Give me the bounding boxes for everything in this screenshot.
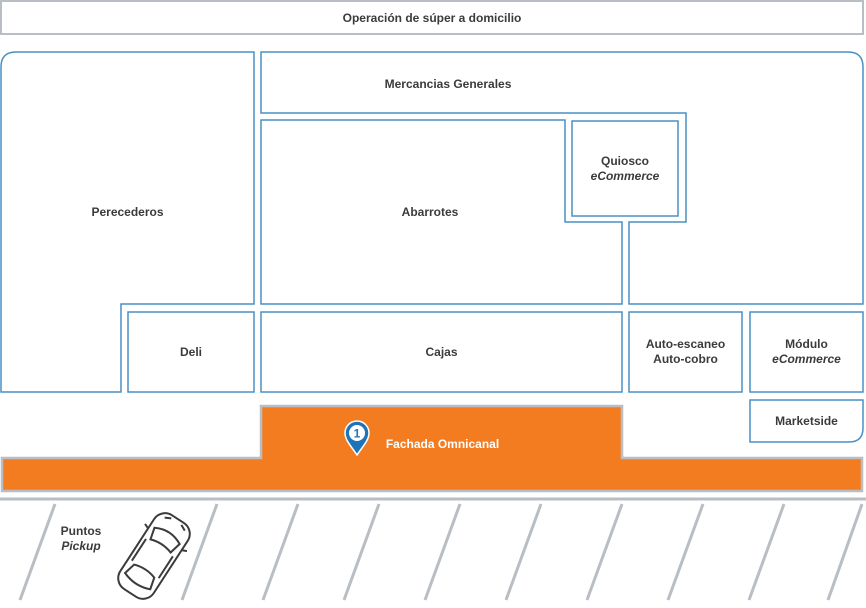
ecommerce-module-text-line1: Módulo [785, 337, 828, 351]
deli-text: Deli [179, 344, 202, 359]
kiosk-zone [571, 120, 679, 217]
perishables-label: Perecederos [1, 198, 254, 226]
location-pin-icon: 1 [344, 420, 370, 457]
groceries-label: Abarrotes [261, 198, 599, 226]
pickup-text-line2: Pickup [61, 539, 101, 553]
marker-number: 1 [354, 427, 361, 441]
self-scan-text-line1: Auto-escaneo [645, 337, 726, 351]
kiosk-text-line1: Quiosco [600, 153, 649, 168]
perishables-text: Perecederos [91, 204, 164, 219]
deli-label: Deli [128, 312, 254, 392]
checkout-zone [260, 311, 623, 393]
delivery-ops-zone [0, 0, 864, 35]
marketside-text: Marketside [775, 413, 838, 428]
checkout-label: Cajas [261, 312, 622, 392]
kiosk-text-line2: eCommerce [590, 168, 660, 183]
ecommerce-module-zone [749, 311, 864, 393]
checkout-text: Cajas [425, 344, 458, 359]
delivery-ops-text: Operación de súper a domicilio [342, 10, 522, 25]
self-scan-zone [628, 311, 743, 393]
omnichannel-facade-text: Fachada Omnicanal [385, 436, 500, 451]
parking-stripes [18, 503, 864, 601]
general-merchandise-zone [260, 51, 864, 305]
car-icon [117, 512, 191, 600]
groceries-zone [260, 119, 623, 305]
general-merchandise-text: Mercancias Generales [384, 76, 512, 91]
marketside-zone [749, 399, 864, 443]
omnichannel-facade-label: Fachada Omnicanal [370, 430, 515, 458]
delivery-ops-label: Operación de súper a domicilio [1, 1, 863, 35]
ecommerce-module-label: Módulo eCommerce [750, 312, 863, 392]
pickup-points-label: Puntos Pickup [48, 522, 114, 556]
kiosk-label: Quiosco eCommerce [572, 121, 678, 216]
self-scan-label: Auto-escaneo Auto-cobro [629, 312, 742, 392]
pickup-text-line1: Puntos [60, 524, 102, 538]
omnichannel-facade [0, 404, 864, 493]
ecommerce-module-text-line2: eCommerce [772, 352, 841, 366]
perishables-zone [0, 51, 255, 393]
self-scan-text-line2: Auto-cobro [653, 352, 718, 366]
groceries-text: Abarrotes [401, 204, 459, 219]
deli-zone [127, 311, 255, 393]
general-merchandise-label: Mercancias Generales [261, 70, 635, 98]
marketside-label: Marketside [750, 400, 863, 442]
